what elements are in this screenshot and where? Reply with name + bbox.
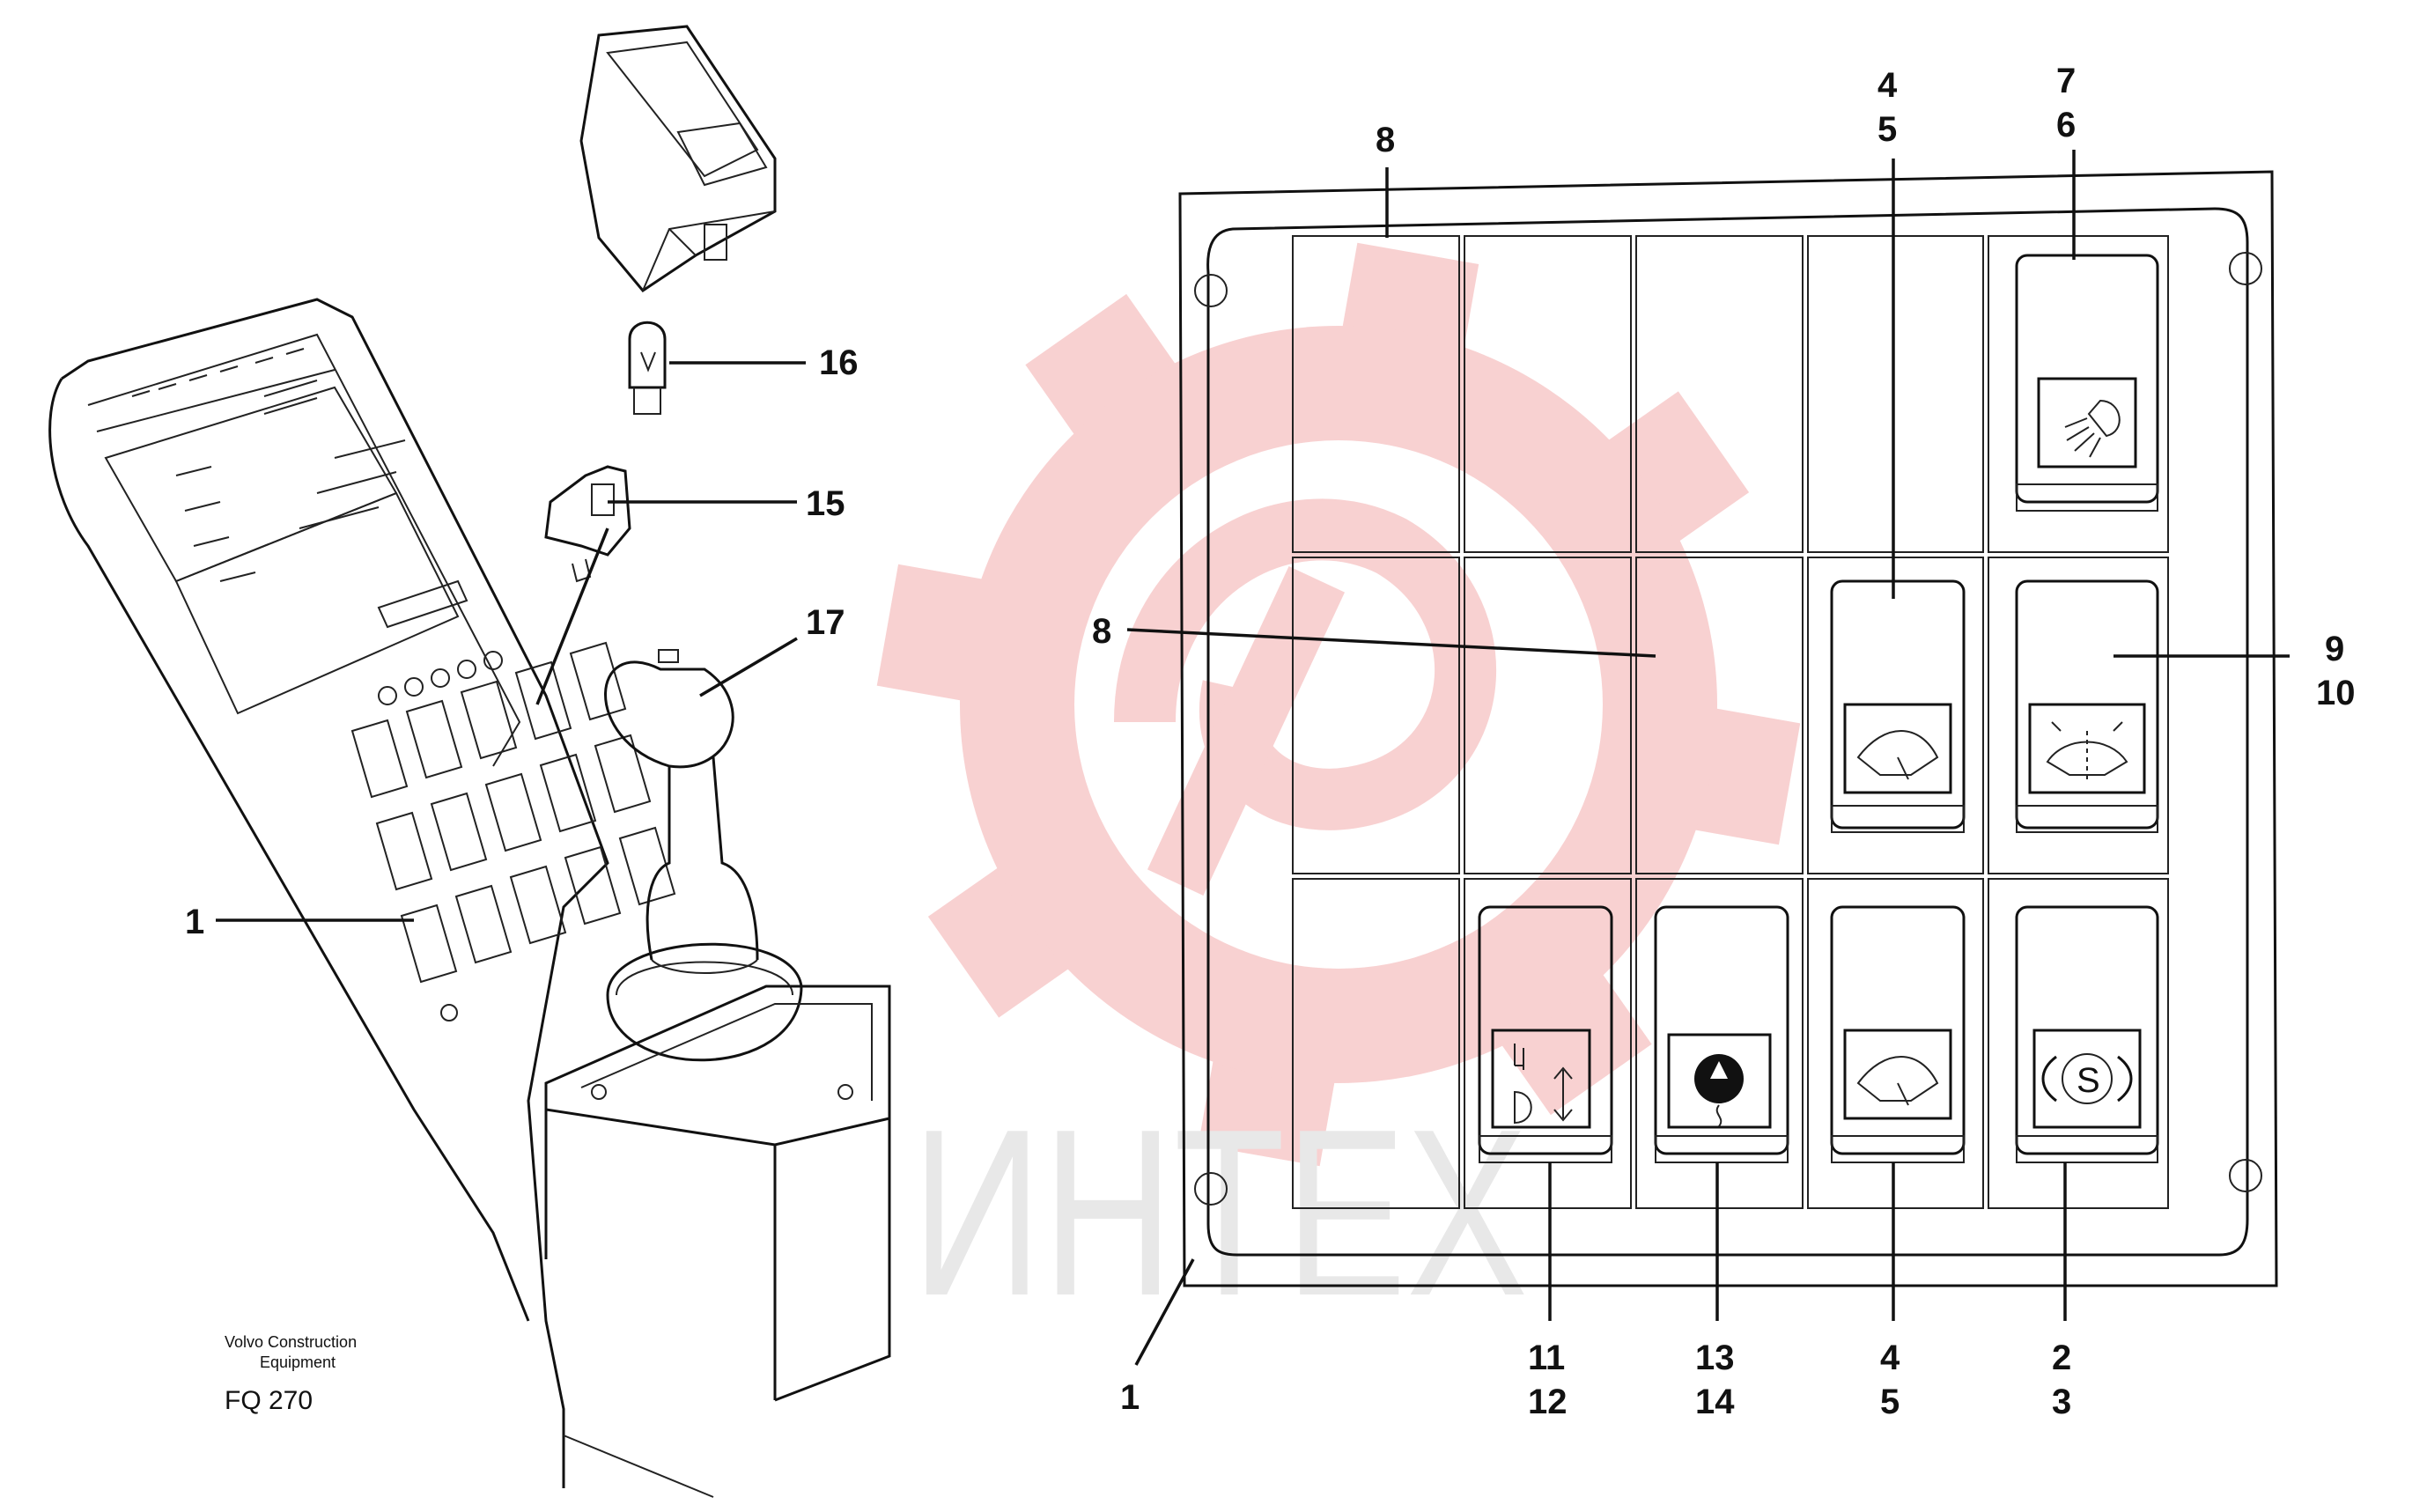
panel-slot (1635, 878, 1804, 1209)
parking-brake-icon: S (2041, 1053, 2133, 1104)
console-switch-keypad (350, 641, 676, 984)
panel-slot (1807, 235, 1984, 553)
panel-slot (1988, 557, 2169, 874)
console-key (350, 719, 409, 799)
console-key (569, 641, 627, 721)
callout-10: 10 (2316, 674, 2356, 712)
panel-slot (1807, 878, 1984, 1209)
console-key (460, 680, 518, 760)
console-key (618, 826, 676, 906)
switch-wiper-rear (2015, 579, 2159, 833)
callout-16: 16 (819, 343, 859, 382)
bulb-holder (544, 465, 631, 583)
wiper-icon (1856, 730, 1939, 780)
callout-8-top: 8 (1376, 121, 1395, 159)
switch-work-light (2015, 254, 2159, 512)
callout-8-mid: 8 (1092, 612, 1111, 651)
panel-slot (1464, 235, 1632, 553)
watermark-gear-logo (876, 242, 1801, 1167)
callout-labels: 1 16 15 17 8 8 4 5 7 6 9 10 1 11 12 13 1… (185, 62, 2356, 1421)
console-key (375, 811, 433, 891)
panel-slot (1292, 557, 1460, 874)
callout-17: 17 (806, 603, 845, 642)
lever-base (544, 985, 891, 1402)
console-key (564, 845, 622, 926)
callout-15: 15 (806, 484, 845, 523)
console-key (539, 753, 597, 833)
switch-wiper-front (1830, 579, 1966, 833)
console-key (594, 734, 652, 814)
console-key (514, 660, 572, 741)
switch-parking-brake: S (2015, 905, 2159, 1163)
console-key (400, 904, 458, 984)
panel-slot (1988, 235, 2169, 553)
switch-panel: S (1178, 170, 2278, 1287)
panel-slot (1292, 235, 1460, 553)
panel-slot (1807, 557, 1984, 874)
work-light-icon (2064, 399, 2121, 458)
panel-slot (1292, 878, 1460, 1209)
callout-14: 14 (1695, 1383, 1735, 1421)
panel-slot (1635, 235, 1804, 553)
console-key (430, 792, 488, 872)
callout-4-bot: 4 (1880, 1339, 1900, 1377)
callout-5-bot: 5 (1880, 1383, 1900, 1421)
panel-slot (1988, 878, 2169, 1209)
callout-6: 6 (2056, 106, 2076, 144)
callout-9: 9 (2325, 630, 2344, 668)
joystick-lever (604, 649, 803, 1062)
callout-11: 11 (1528, 1339, 1565, 1377)
callout-2: 2 (2052, 1339, 2071, 1377)
callout-4-top: 4 (1877, 66, 1898, 105)
panel-slot (1464, 557, 1632, 874)
callout-5-top: 5 (1877, 110, 1897, 149)
console-key (405, 699, 463, 779)
washer-wiper-icon (2046, 721, 2128, 784)
operator-console (48, 25, 891, 1498)
figure-code: FQ 270 (225, 1386, 313, 1415)
wiper-icon (1856, 1056, 1939, 1106)
switch-wiper-interval (1830, 905, 1966, 1163)
callout-3: 3 (2052, 1383, 2071, 1421)
rocker-switch (579, 25, 777, 292)
panel-slot (1464, 878, 1632, 1209)
bulb (628, 321, 667, 415)
callout-13: 13 (1695, 1339, 1735, 1377)
switch-panel-grid (1292, 235, 2169, 1209)
console-key (484, 772, 542, 852)
switch-beacon (1654, 905, 1789, 1163)
switch-door-tilt (1478, 905, 1613, 1163)
callout-1-right: 1 (1120, 1378, 1140, 1417)
callout-1-left: 1 (185, 903, 204, 941)
callout-12: 12 (1528, 1383, 1568, 1421)
rotating-beacon-icon (1694, 1054, 1744, 1127)
credit-line-2: Equipment (260, 1353, 336, 1371)
callout-leader-lines (216, 150, 2290, 1366)
panel-slot (1635, 557, 1804, 874)
publisher-credit: Volvo Construction Equipment FQ 270 (225, 1333, 357, 1415)
console-key (454, 884, 513, 964)
svg-text:S: S (2077, 1061, 2100, 1100)
cab-tilt-icon (1514, 1044, 1573, 1125)
credit-line-1: Volvo Construction (225, 1333, 357, 1351)
console-key (509, 865, 567, 945)
display-readouts (131, 348, 503, 705)
watermark-text: ИНТЕХ (911, 1081, 1528, 1346)
callout-7: 7 (2056, 62, 2076, 100)
